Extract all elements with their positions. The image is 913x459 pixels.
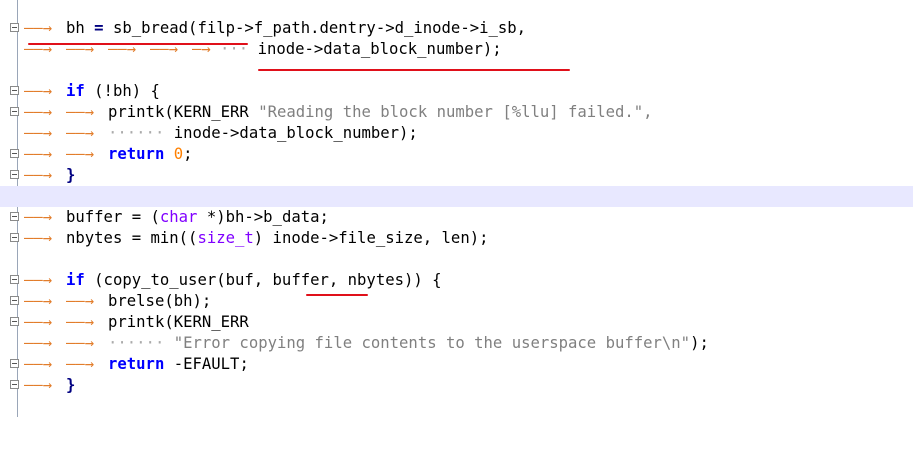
tab-arrow-icon: ——→ — [66, 334, 95, 352]
code-token: ; — [183, 145, 193, 163]
code-token: } — [66, 166, 76, 184]
code-token: printk(KERN_ERR — [108, 103, 259, 121]
code-line-17[interactable]: ——→} — [0, 375, 913, 396]
code-line-5[interactable]: ——→ ——→ ······ inode->data_block_number); — [0, 123, 913, 144]
code-line-9[interactable]: ——→ buffer = (char *)bh->b_data; — [0, 207, 913, 228]
code-token: inode->data_block_number); — [173, 124, 418, 142]
code-token: if — [66, 82, 85, 100]
tab-arrow-icon: ——→ — [24, 355, 53, 373]
code-token: nbytes = min(( — [66, 229, 198, 247]
code-token: if — [66, 271, 85, 289]
current-line[interactable] — [0, 186, 913, 207]
code-token: ) inode->file_size, len); — [253, 229, 489, 247]
code-token: "Reading the block number [%llu] failed.… — [258, 103, 653, 121]
code-token: return — [108, 145, 165, 163]
tab-arrow-icon: ——→ — [66, 103, 95, 121]
code-line-14[interactable]: ——→ ——→ printk(KERN_ERR — [0, 312, 913, 333]
code-token: "Error copying file contents to the user… — [173, 334, 691, 352]
tab-arrow-icon: ——→ — [66, 124, 95, 142]
annotation-underline — [28, 43, 248, 45]
tab-arrow-icon: ——→ — [24, 145, 53, 163]
code-line-12[interactable]: ——→ if (copy_to_user(buf, buffer, nbytes)… — [0, 270, 913, 291]
tab-arrow-icon: ——→ — [66, 355, 95, 373]
annotation-underline — [258, 69, 570, 71]
code-token: (!bh) { — [84, 82, 160, 100]
code-line-4[interactable]: ——→ ——→ printk(KERN_ERR "Reading the block… — [0, 102, 913, 123]
code-token: = — [84, 19, 113, 37]
fold-marker-icon[interactable] — [10, 359, 19, 368]
tab-arrow-icon: ——→ — [66, 292, 95, 310]
code-line-3[interactable]: ——→ if (!bh) { — [0, 81, 913, 102]
code-token — [164, 145, 173, 163]
tab-arrow-icon: ——→ — [24, 313, 53, 331]
fold-marker-icon[interactable] — [10, 149, 19, 158]
code-token: sb_bread(filp->f_path.dentry->d_inode->i… — [112, 19, 527, 37]
code-token: *)bh->b_data; — [197, 208, 329, 226]
code-line-6[interactable]: ——→ ——→ return 0; — [0, 144, 913, 165]
code-line-13[interactable]: ——→ ——→ brelse(bh); — [0, 291, 913, 312]
tab-arrow-icon: ——→ — [24, 334, 53, 352]
tab-arrow-icon: ——→ — [24, 124, 53, 142]
space-dots: ······ — [108, 334, 174, 352]
tab-arrow-icon: ——→ — [24, 166, 53, 184]
code-token: char — [159, 208, 198, 226]
tab-arrow-icon: ——→ — [24, 292, 53, 310]
code-token: bh — [66, 19, 85, 37]
fold-marker-icon[interactable] — [10, 170, 19, 179]
code-token: size_t — [197, 229, 254, 247]
fold-marker-icon[interactable] — [10, 23, 19, 32]
code-token: 0 — [173, 145, 184, 163]
tab-arrow-icon: ——→ — [24, 19, 53, 37]
code-line-7[interactable]: ——→} — [0, 165, 913, 186]
code-token: } — [66, 376, 76, 394]
fold-marker-icon[interactable] — [10, 296, 19, 305]
tab-arrow-icon: ——→ — [24, 82, 53, 100]
fold-marker-icon[interactable] — [10, 275, 19, 284]
fold-marker-icon[interactable] — [10, 212, 19, 221]
code-token: buffer = ( — [66, 208, 160, 226]
fold-marker-icon[interactable] — [10, 86, 19, 95]
tab-arrow-icon: ——→ — [24, 271, 53, 289]
tab-arrow-icon: ——→ — [66, 145, 95, 163]
annotation-underline — [306, 294, 368, 296]
code-line-10[interactable]: ——→ nbytes = min((size_t) inode->file_siz… — [0, 228, 913, 249]
code-token: printk(KERN_ERR — [108, 313, 249, 331]
fold-marker-icon[interactable] — [10, 233, 19, 242]
tab-arrow-icon: ——→ — [66, 313, 95, 331]
code-token: -EFAULT; — [164, 355, 249, 373]
fold-marker-icon[interactable] — [10, 317, 19, 326]
space-dots: ······ — [108, 124, 174, 142]
code-token: (copy_to_user(buf, buffer, nbytes)) { — [84, 271, 442, 289]
tab-arrow-icon: ——→ — [24, 376, 53, 394]
code-line-15[interactable]: ——→ ——→ ······ "Error copying file content… — [0, 333, 913, 354]
code-token: inode->data_block_number); — [257, 40, 502, 58]
tab-arrow-icon: ——→ — [24, 229, 53, 247]
code-token: return — [108, 355, 165, 373]
tab-arrow-icon: ——→ — [24, 103, 53, 121]
code-line-1[interactable]: ——→ bh = sb_bread(filp->f_path.dentry->d_… — [0, 18, 913, 39]
fold-marker-icon[interactable] — [10, 380, 19, 389]
fold-marker-icon[interactable] — [10, 107, 19, 116]
tab-arrow-icon: ——→ — [24, 208, 53, 226]
code-editor[interactable]: ——→ bh = sb_bread(filp->f_path.dentry->d_… — [0, 0, 913, 417]
gutter-border — [17, 0, 18, 417]
code-token: brelse(bh); — [108, 292, 212, 310]
code-line-16[interactable]: ——→ ——→ return -EFAULT; — [0, 354, 913, 375]
code-token: ); — [690, 334, 709, 352]
